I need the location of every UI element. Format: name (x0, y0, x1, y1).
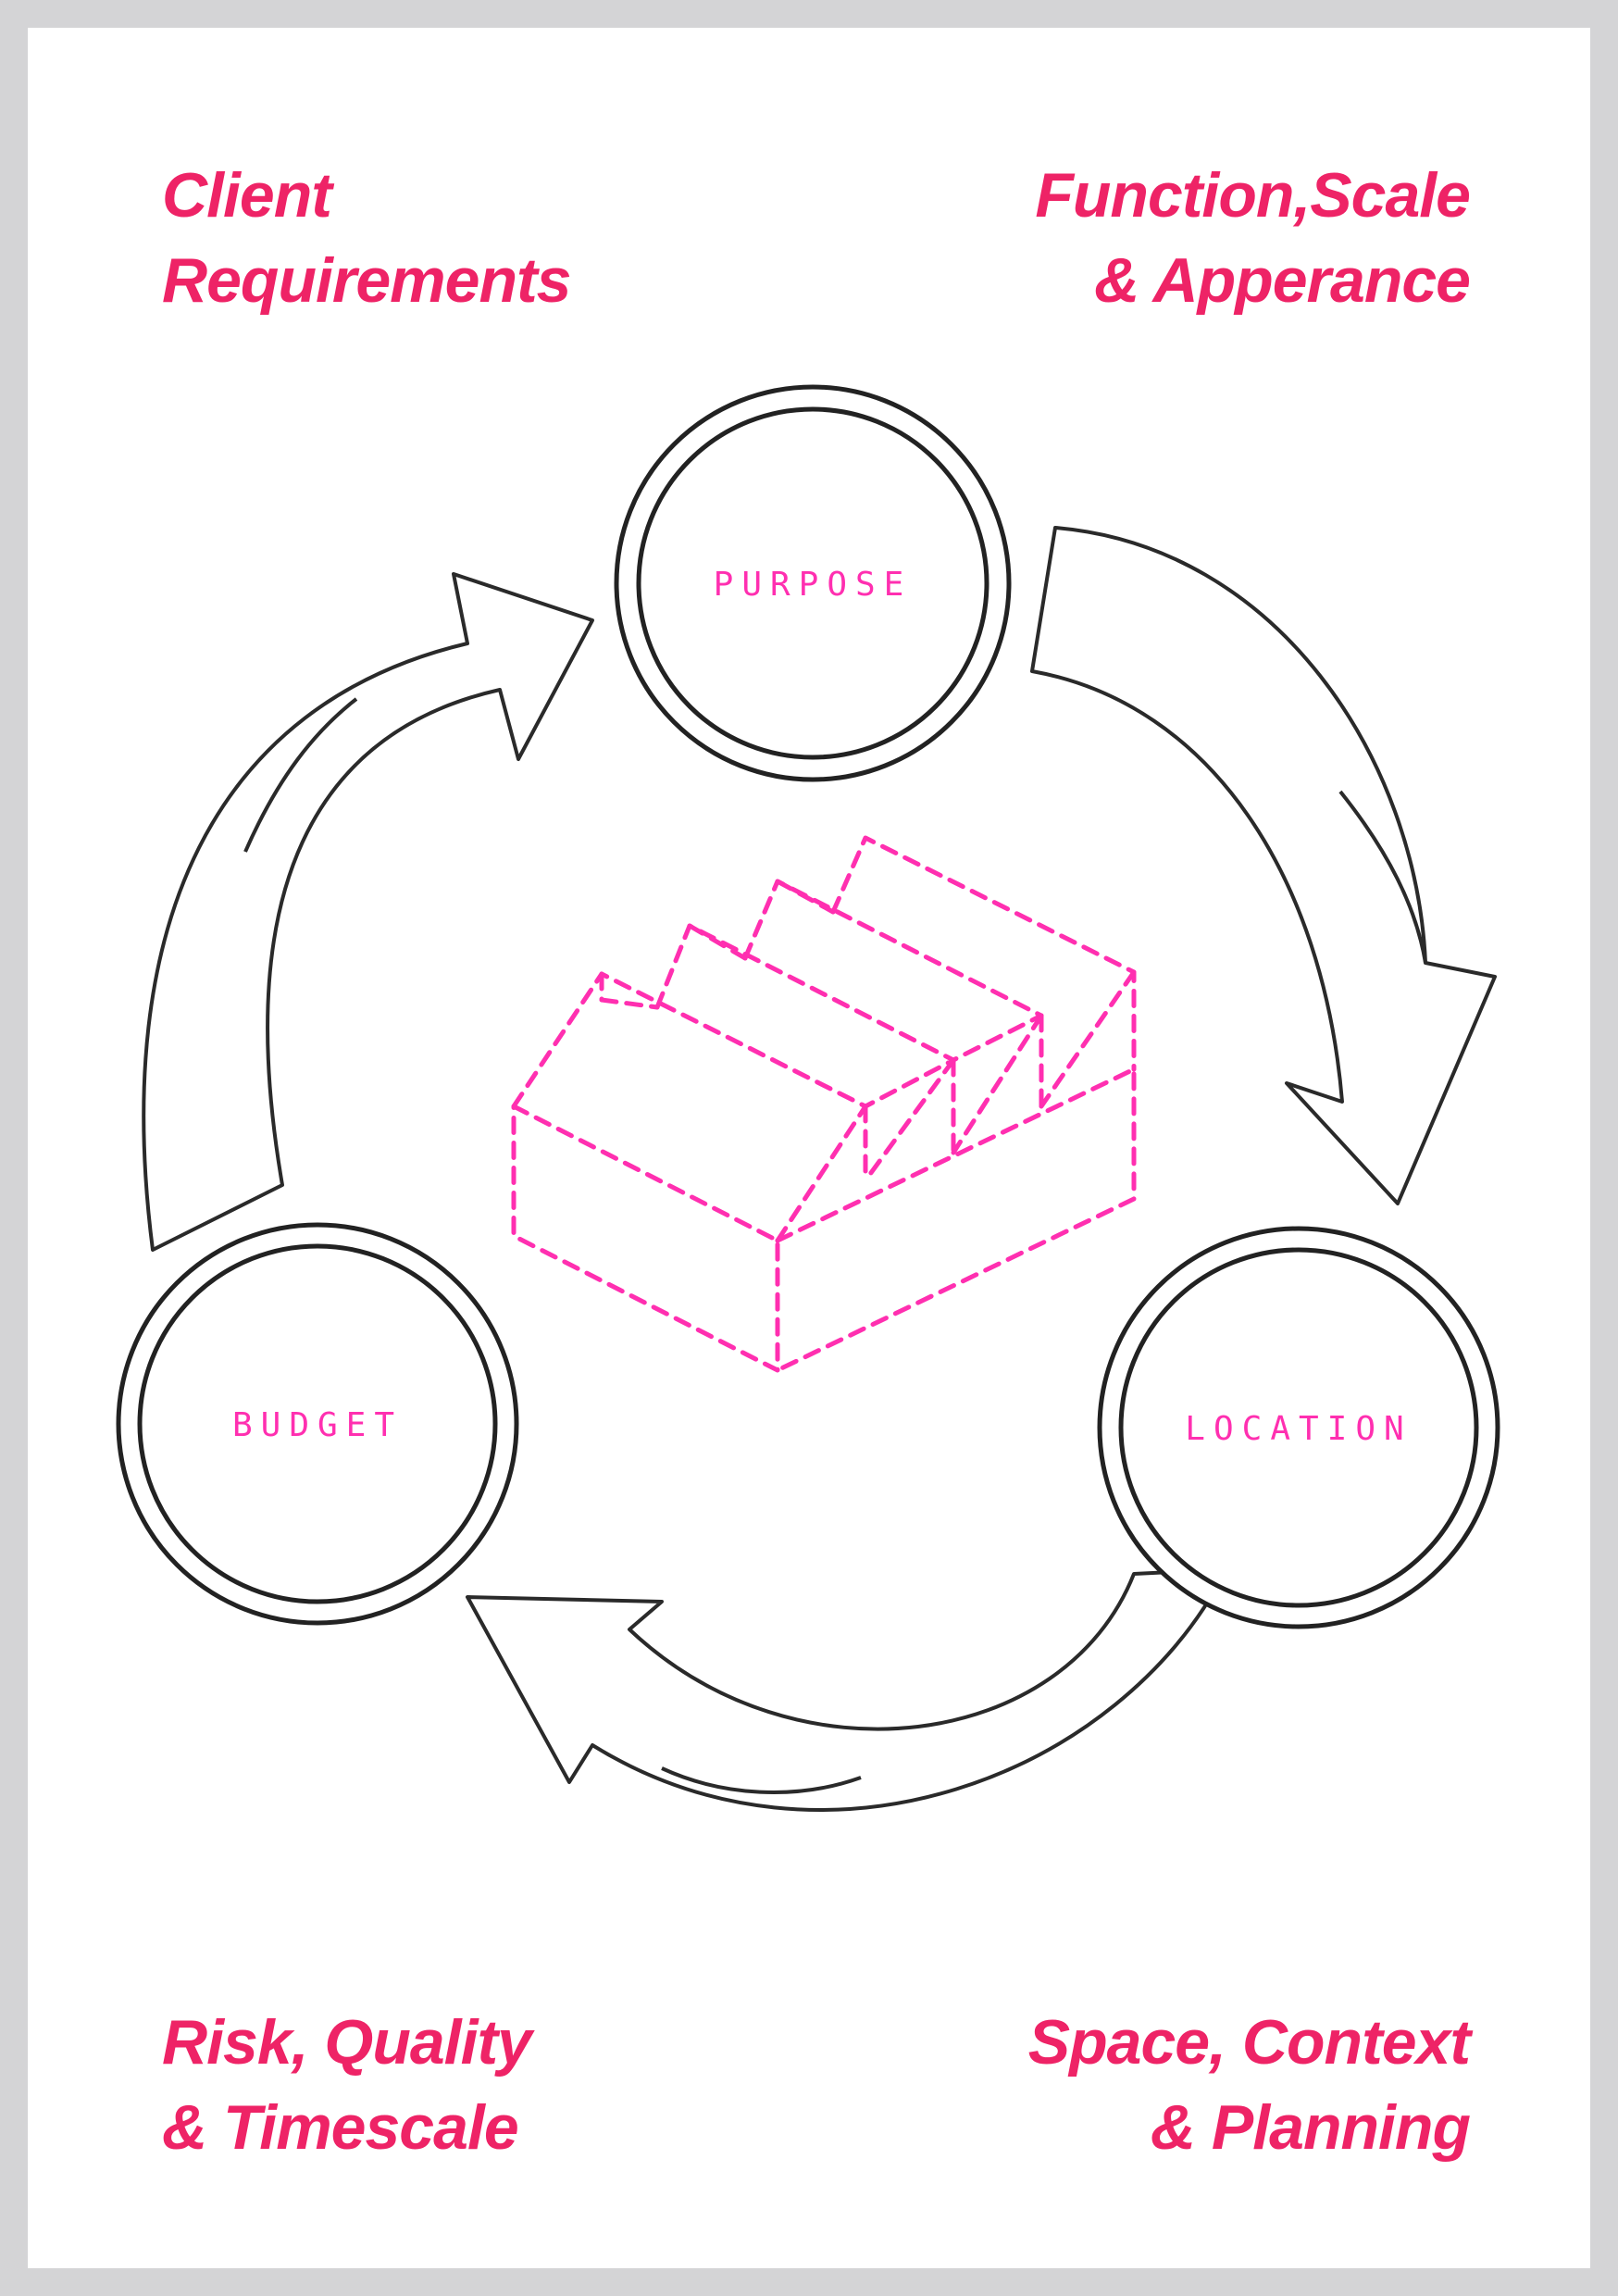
function-scale-caption: Function,Scale & Apperance (1035, 153, 1471, 323)
arrow-location-to-budget (466, 1567, 1228, 1812)
location-label: LOCATION (1185, 1410, 1412, 1448)
budget-node: BUDGET (116, 1222, 519, 1626)
location-node: LOCATION (1097, 1226, 1500, 1629)
purpose-node: PURPOSE (614, 384, 1012, 782)
space-context-caption: Space, Context & Planning (1027, 2000, 1471, 2170)
caption-line: & Timescale (162, 2092, 519, 2163)
client-requirements-caption: Client Requirements (162, 153, 571, 323)
budget-label: BUDGET (232, 1406, 403, 1444)
building-sketch (511, 835, 1137, 1373)
arrow-purpose-to-location (1030, 526, 1497, 1205)
arrow-budget-to-purpose (142, 572, 594, 1252)
caption-line: Client (162, 160, 332, 231)
caption-line: Risk, Quality (162, 2007, 532, 2078)
caption-line: & Apperance (1094, 245, 1471, 316)
caption-line: & Planning (1150, 2092, 1471, 2163)
caption-line: Function,Scale (1035, 160, 1471, 231)
caption-line: Requirements (162, 245, 571, 316)
caption-line: Space, Context (1027, 2007, 1471, 2078)
purpose-label: PURPOSE (714, 566, 913, 604)
risk-quality-caption: Risk, Quality & Timescale (162, 2000, 532, 2170)
